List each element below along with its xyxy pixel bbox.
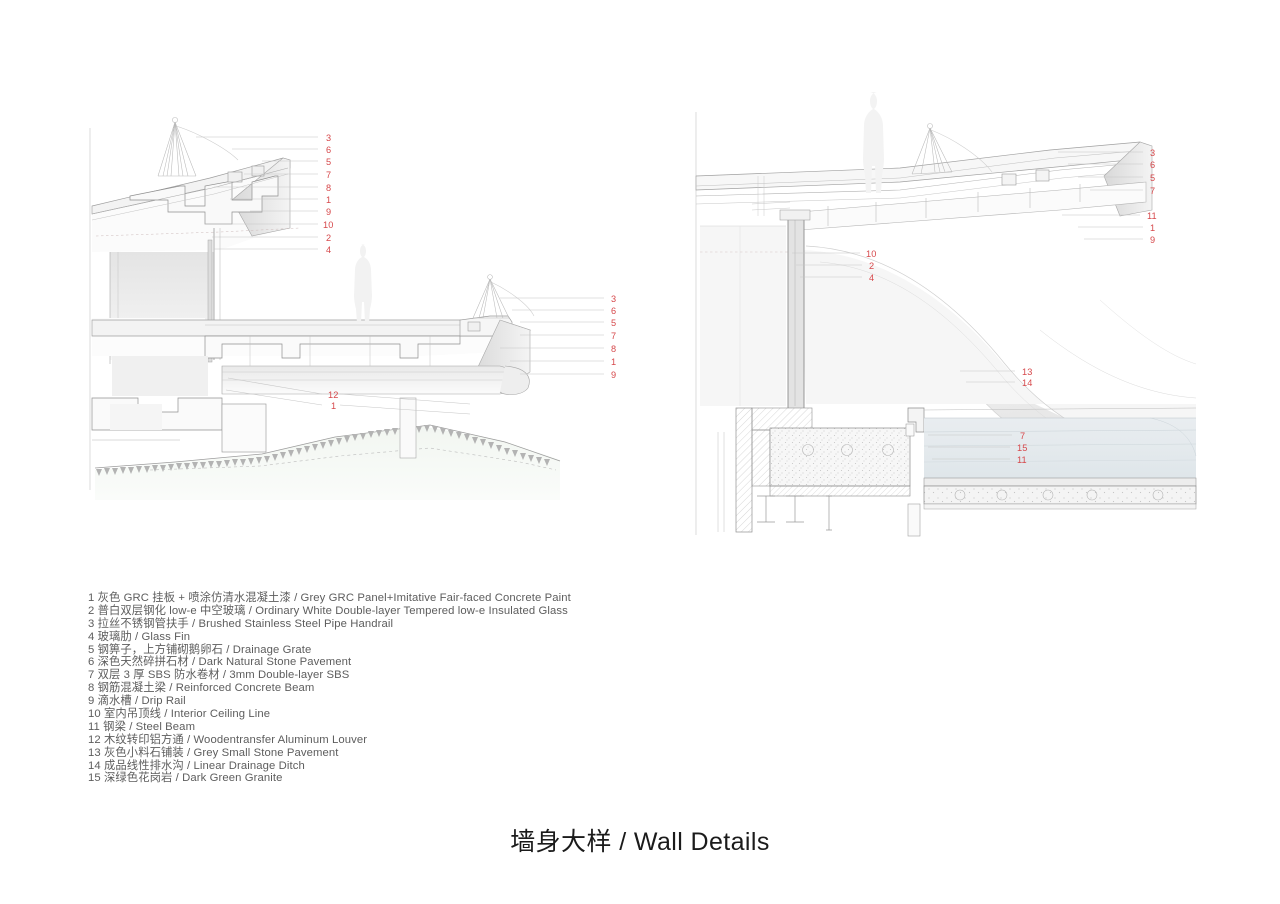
callout-number: 10 (866, 249, 877, 259)
callout-number: 3 (611, 294, 617, 304)
legend-item: 6 深色天然碎拼石材 / Dark Natural Stone Pavement (88, 656, 352, 669)
callout-number: 6 (611, 306, 617, 316)
callout-number: 10 (323, 220, 334, 230)
callout-number: 1 (326, 195, 332, 205)
callout-number: 1 (331, 401, 337, 411)
callout-number: 12 (328, 390, 339, 400)
callout-number: 7 (326, 170, 332, 180)
callout-number: 1 (611, 357, 617, 367)
materials-legend: 1 灰色 GRC 挂板 + 喷涂仿清水混凝土漆 / Grey GRC Panel… (88, 592, 708, 785)
callout-number: 2 (869, 261, 875, 271)
callout-number: 4 (326, 245, 332, 255)
callout-number: 14 (1022, 378, 1033, 388)
callout-number: 11 (1017, 455, 1027, 465)
legend-item: 14 成品线性排水沟 / Linear Drainage Ditch (88, 759, 305, 772)
legend-item: 1 灰色 GRC 挂板 + 喷涂仿清水混凝土漆 / Grey GRC Panel… (88, 592, 571, 604)
callout-number: 9 (326, 207, 332, 217)
callout-number: 6 (1150, 160, 1156, 170)
left-section-drawing (89, 117, 604, 500)
callout-number: 11 (1147, 211, 1157, 221)
callout-number: 5 (326, 157, 332, 167)
callout-number: 13 (1022, 367, 1033, 377)
callout-number: 9 (611, 370, 617, 380)
legend-item: 4 玻璃肋 / Glass Fin (88, 630, 191, 643)
right-section-drawing (695, 92, 1197, 537)
legend-item: 3 拉丝不锈钢管扶手 / Brushed Stainless Steel Pip… (88, 617, 394, 630)
legend-item: 15 深绿色花岗岩 / Dark Green Granite (88, 772, 283, 785)
scale-figure (354, 244, 372, 323)
legend-item: 9 滴水槽 / Drip Rail (88, 695, 186, 708)
callout-number: 3 (1150, 148, 1156, 158)
callout-number: 6 (326, 145, 332, 155)
callout-number: 8 (326, 183, 332, 193)
callout-number: 8 (611, 344, 617, 354)
callout-number: 5 (611, 318, 617, 328)
callout-number: 15 (1017, 443, 1028, 453)
legend-item: 2 普白双层钢化 low-e 中空玻璃 / Ordinary White Dou… (88, 604, 568, 617)
legend-item: 10 室内吊顶线 / Interior Ceiling Line (88, 708, 271, 721)
callout-number: 5 (1150, 173, 1156, 183)
legend-item: 5 钢箅子，上方铺砌鹅卵石 / Drainage Grate (88, 643, 312, 656)
legend-item: 12 木纹转印铝方通 / Woodentransfer Aluminum Lou… (88, 733, 368, 746)
legend-item: 11 钢梁 / Steel Beam (88, 720, 196, 733)
page-title: 墙身大样 / Wall Details (510, 828, 770, 856)
legend-item: 13 灰色小料石铺装 / Grey Small Stone Pavement (88, 746, 339, 759)
callout-number: 9 (1150, 235, 1156, 245)
legend-item: 7 双层 3 厚 SBS 防水卷材 / 3mm Double-layer SBS (88, 669, 350, 682)
callout-number: 2 (326, 233, 332, 243)
callout-number: 1 (1150, 223, 1156, 233)
legend-item: 8 钢筋混凝土梁 / Reinforced Concrete Beam (88, 682, 315, 695)
callout-number: 7 (1020, 431, 1026, 441)
callout-number: 7 (1150, 186, 1156, 196)
callout-number: 3 (326, 133, 332, 143)
scale-figure (863, 92, 884, 193)
callout-number: 7 (611, 331, 617, 341)
callout-number: 4 (869, 273, 875, 283)
